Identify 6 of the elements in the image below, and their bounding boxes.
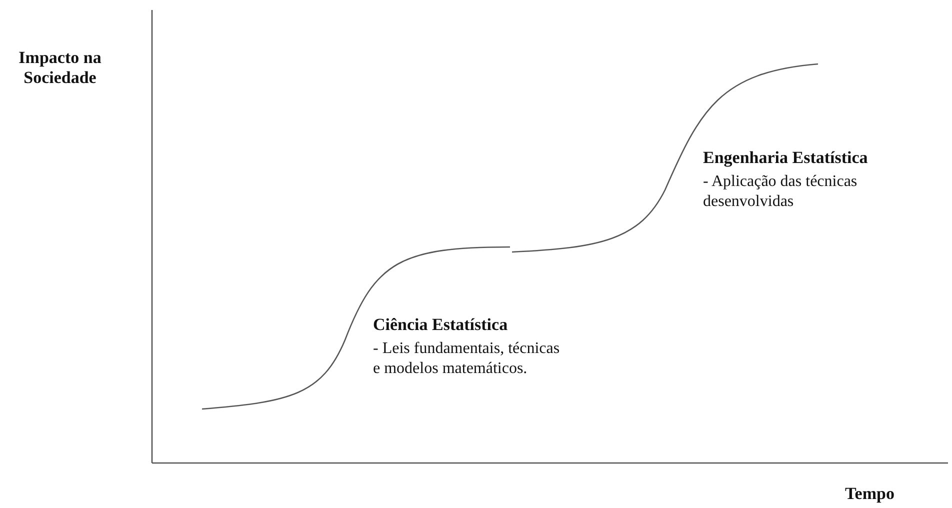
- axis-title: Impacto na Sociedade: [18, 48, 102, 88]
- stage-heading: Ciência Estatística: [373, 315, 508, 335]
- stage-description: - Leis fundamentais, técnicas e modelos matemáticos.: [373, 339, 561, 379]
- stage-description: - Aplicação das técnicas desenvolvidas: [703, 172, 858, 212]
- axis-title: Tempo: [845, 484, 894, 504]
- stage-heading: Engenharia Estatística: [703, 148, 868, 168]
